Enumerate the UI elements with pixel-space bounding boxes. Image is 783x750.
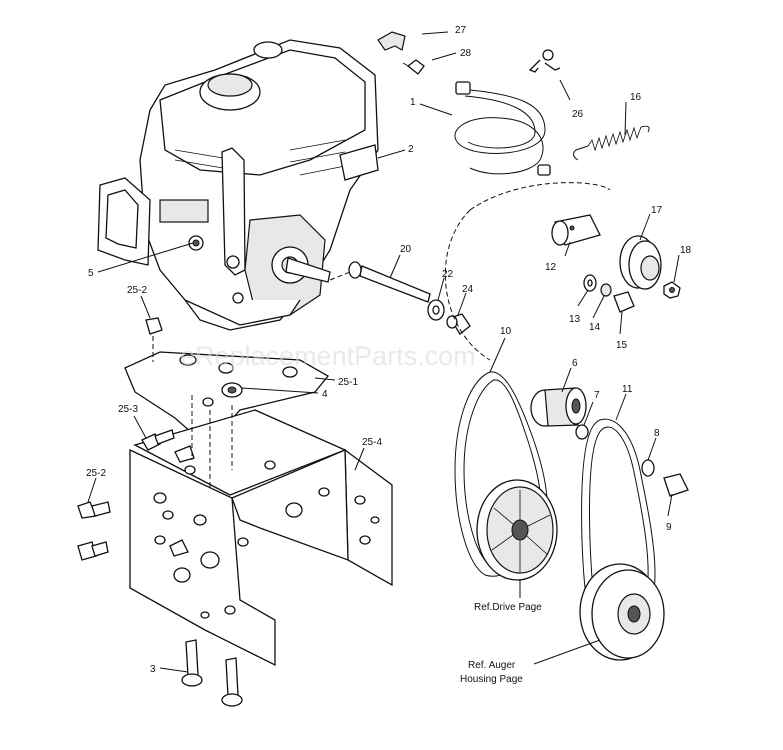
watermark: eReplacementParts.com bbox=[180, 341, 476, 371]
part-25-3-bolt bbox=[141, 429, 195, 463]
part-14-lock-washer bbox=[600, 283, 612, 297]
auger-pulley bbox=[579, 563, 665, 661]
part-7-washer bbox=[575, 424, 589, 440]
part-15-bolt bbox=[613, 291, 635, 313]
part-13-washer bbox=[583, 274, 597, 292]
callout-14: 14 bbox=[589, 322, 601, 333]
callout-24: 24 bbox=[462, 284, 474, 295]
part-25-2-bolt-left-upper bbox=[77, 501, 111, 519]
callout-27: 27 bbox=[455, 25, 467, 36]
callout-25-1: 25-1 bbox=[338, 377, 358, 388]
part-12-pulley-adapter bbox=[551, 214, 601, 246]
callout-12: 12 bbox=[545, 262, 557, 273]
part-25-2-bolt-left-lower bbox=[77, 539, 189, 561]
callout-11: 11 bbox=[622, 384, 633, 395]
callout-16: 16 bbox=[630, 92, 642, 103]
part-18-nut bbox=[663, 281, 681, 299]
part-25-1-engine-mount-plate bbox=[124, 351, 329, 441]
ref-drive-page: Ref.Drive Page bbox=[474, 602, 542, 613]
ref-auger-line-1: Ref. Auger bbox=[468, 660, 516, 671]
part-25-4-frame bbox=[129, 409, 393, 667]
callout-1: 1 bbox=[410, 97, 416, 108]
part-26-ignition-key bbox=[528, 49, 561, 73]
part-8-washer bbox=[641, 459, 655, 477]
callout-5: 5 bbox=[88, 268, 94, 279]
part-16-extension-spring bbox=[572, 125, 650, 161]
callout-labels: 27 28 1 26 16 2 17 20 18 5 12 22 24 25-2… bbox=[86, 25, 692, 675]
callout-26: 26 bbox=[572, 109, 584, 120]
mount-alignment-lines bbox=[191, 395, 233, 490]
callout-20: 20 bbox=[400, 244, 412, 255]
callout-4: 4 bbox=[322, 389, 328, 400]
part-22-washer bbox=[427, 299, 445, 321]
ref-auger-line-2: Housing Page bbox=[460, 674, 523, 685]
callout-7: 7 bbox=[594, 390, 600, 401]
callout-28: 28 bbox=[460, 48, 472, 59]
drive-pulley bbox=[476, 479, 558, 581]
part-9-bolt bbox=[663, 473, 689, 497]
part-3-carriage-bolt bbox=[181, 639, 243, 707]
callout-6: 6 bbox=[572, 358, 578, 369]
part-17-engine-pulley bbox=[619, 235, 662, 290]
callout-10: 10 bbox=[500, 326, 512, 337]
callout-25-3: 25-3 bbox=[118, 404, 138, 415]
part-25-2-bolt-top bbox=[145, 317, 163, 362]
callout-17: 17 bbox=[651, 205, 663, 216]
bolt-alignment-line bbox=[329, 271, 351, 281]
callout-25-4: 25-4 bbox=[362, 437, 382, 448]
callout-3: 3 bbox=[150, 664, 156, 675]
part-24-bolt bbox=[446, 313, 471, 335]
callout-13: 13 bbox=[569, 314, 581, 325]
callout-22: 22 bbox=[442, 269, 454, 280]
callout-8: 8 bbox=[654, 428, 660, 439]
callout-25-2-left: 25-2 bbox=[86, 468, 106, 479]
callout-25-2-top: 25-2 bbox=[127, 285, 147, 296]
callout-2: 2 bbox=[408, 144, 414, 155]
part-6-idler-hub bbox=[530, 387, 587, 427]
part-1-starter-cord bbox=[454, 81, 551, 176]
callout-15: 15 bbox=[616, 340, 628, 351]
part-28-screw bbox=[402, 59, 425, 75]
leader-lines bbox=[87, 31, 680, 673]
part-27-cable-clip bbox=[377, 31, 406, 51]
engine-assembly bbox=[97, 39, 379, 331]
belt-path-outline bbox=[444, 182, 611, 361]
callout-9: 9 bbox=[666, 522, 672, 533]
callout-18: 18 bbox=[680, 245, 692, 256]
part-20-bolt bbox=[348, 261, 431, 303]
